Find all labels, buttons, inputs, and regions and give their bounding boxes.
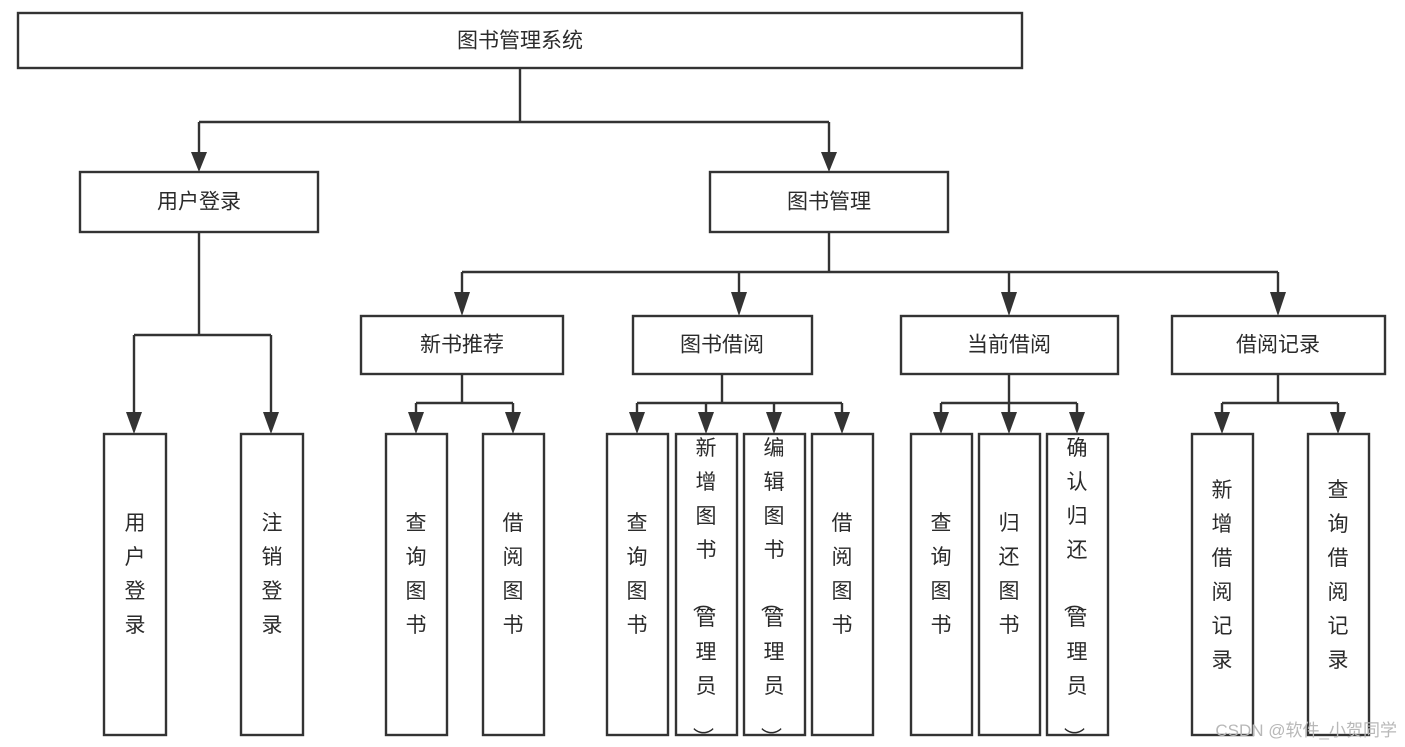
node-book-management-label: 图书管理 (787, 191, 871, 214)
node-leaf-borrow-book-recommend[interactable]: 借阅图书 (481, 432, 546, 737)
node-leaf-query-book-recommend[interactable]: 查询图书 (384, 432, 449, 737)
arrow-head-leaf-book-borrow-3 (834, 412, 850, 434)
node-leaf-logout-box (239, 432, 305, 737)
arrow-head-borrow-record (1270, 292, 1286, 316)
node-new-book-recommend[interactable]: 新书推荐 (359, 314, 565, 376)
node-leaf-query-book-recommend-label: 查询图书 (406, 512, 427, 637)
node-leaf-borrow-book-box (810, 432, 875, 737)
node-leaf-add-book-admin-box (674, 432, 739, 737)
arrow-head-leaf-user-login-0 (126, 412, 142, 434)
node-leaf-borrow-book-recommend-box (481, 432, 546, 737)
arrow-head-leaf-book-borrow-2 (766, 412, 782, 434)
node-leaf-confirm-return-admin-box (1045, 432, 1110, 737)
node-leaf-query-book-current-box (909, 432, 974, 737)
connector-group-root (191, 68, 837, 172)
node-leaf-edit-book-admin-label: 编辑图书（管理员） (759, 437, 785, 747)
node-borrow-record-box (1170, 314, 1387, 376)
node-leaf-add-borrow-record[interactable]: 新增借阅记录 (1190, 432, 1255, 737)
node-user-login-box (78, 170, 320, 234)
node-leaf-edit-book-admin-box (742, 432, 807, 737)
node-root-system[interactable]: 图书管理系统 (16, 11, 1024, 70)
arrow-head-book-borrow (731, 292, 747, 316)
node-leaf-query-book-recommend-box (384, 432, 449, 737)
node-leaf-borrow-book-recommend-label: 借阅图书 (503, 512, 524, 637)
node-book-borrow-label: 图书借阅 (680, 334, 764, 357)
node-leaf-borrow-book-label: 借阅图书 (832, 512, 853, 637)
node-leaf-return-book-box (977, 432, 1042, 737)
node-borrow-record[interactable]: 借阅记录 (1170, 314, 1387, 376)
node-leaf-user-login[interactable]: 用户登录 (102, 432, 168, 737)
arrow-head-leaf-current-borrow-2 (1069, 412, 1085, 434)
node-leaf-query-book-borrow[interactable]: 查询图书 (605, 432, 670, 737)
arrow-head-book-mgmt (821, 152, 837, 172)
node-leaf-edit-book-admin[interactable]: 编辑图书（管理员） (742, 432, 807, 747)
node-book-management[interactable]: 图书管理 (708, 170, 950, 234)
node-current-borrow-label: 当前借阅 (967, 334, 1051, 357)
node-leaf-add-borrow-record-label: 新增借阅记录 (1212, 479, 1233, 672)
node-leaf-logout-label: 注销登录 (262, 512, 283, 637)
node-leaf-add-book-admin-label: 新增图书（管理员） (691, 437, 717, 747)
node-leaf-query-borrow-record-label: 查询借阅记录 (1328, 479, 1349, 672)
node-new-book-recommend-box (359, 314, 565, 376)
connector-group-current-borrow (933, 374, 1085, 434)
arrow-head-current-borrow (1001, 292, 1017, 316)
node-leaf-add-book-admin[interactable]: 新增图书（管理员） (674, 432, 739, 747)
node-leaf-query-borrow-record[interactable]: 查询借阅记录 (1306, 432, 1371, 737)
node-borrow-record-label: 借阅记录 (1236, 334, 1320, 357)
connector-group-user-login (126, 232, 279, 434)
connector-group-borrow-record (1214, 374, 1346, 434)
connector-group-book-mgmt (454, 232, 1286, 316)
node-root-label: 图书管理系统 (457, 30, 583, 53)
node-user-login-label: 用户登录 (157, 191, 241, 214)
arrow-head-leaf-new-book-0 (408, 412, 424, 434)
node-leaf-borrow-book[interactable]: 借阅图书 (810, 432, 875, 737)
node-current-borrow-box (899, 314, 1120, 376)
node-leaf-confirm-return-admin-label: 确认归还（管理员） (1062, 437, 1088, 747)
node-leaf-user-login-label: 用户登录 (125, 512, 146, 637)
arrow-head-leaf-book-borrow-0 (629, 412, 645, 434)
arrow-head-leaf-current-borrow-1 (1001, 412, 1017, 434)
arrow-head-leaf-borrow-record-1 (1330, 412, 1346, 434)
arrow-head-leaf-borrow-record-0 (1214, 412, 1230, 434)
connector-group-new-book (408, 374, 521, 434)
node-leaf-return-book-label: 归还图书 (999, 512, 1020, 637)
node-leaf-user-login-box (102, 432, 168, 737)
node-book-management-box (708, 170, 950, 234)
csdn-watermark: CSDN @软件_小贺同学 (1215, 721, 1397, 740)
node-book-borrow[interactable]: 图书借阅 (631, 314, 814, 376)
arrow-head-leaf-book-borrow-1 (698, 412, 714, 434)
node-leaf-query-book-borrow-label: 查询图书 (627, 512, 648, 637)
node-book-borrow-box (631, 314, 814, 376)
node-leaf-return-book[interactable]: 归还图书 (977, 432, 1042, 737)
node-new-book-recommend-label: 新书推荐 (420, 334, 504, 357)
arrow-head-leaf-current-borrow-0 (933, 412, 949, 434)
arrow-head-user-login (191, 152, 207, 172)
node-leaf-query-book-current[interactable]: 查询图书 (909, 432, 974, 737)
node-leaf-logout[interactable]: 注销登录 (239, 432, 305, 737)
node-leaf-confirm-return-admin[interactable]: 确认归还（管理员） (1045, 432, 1110, 747)
arrow-head-leaf-user-login-1 (263, 412, 279, 434)
node-root-box (16, 11, 1024, 70)
node-user-login[interactable]: 用户登录 (78, 170, 320, 234)
node-current-borrow[interactable]: 当前借阅 (899, 314, 1120, 376)
node-leaf-add-borrow-record-box (1190, 432, 1255, 737)
connector-group-book-borrow (629, 374, 850, 434)
arrow-head-leaf-new-book-1 (505, 412, 521, 434)
node-leaf-query-book-borrow-box (605, 432, 670, 737)
arrow-head-new-book (454, 292, 470, 316)
node-leaf-query-borrow-record-box (1306, 432, 1371, 737)
node-leaf-query-book-current-label: 查询图书 (931, 512, 952, 637)
